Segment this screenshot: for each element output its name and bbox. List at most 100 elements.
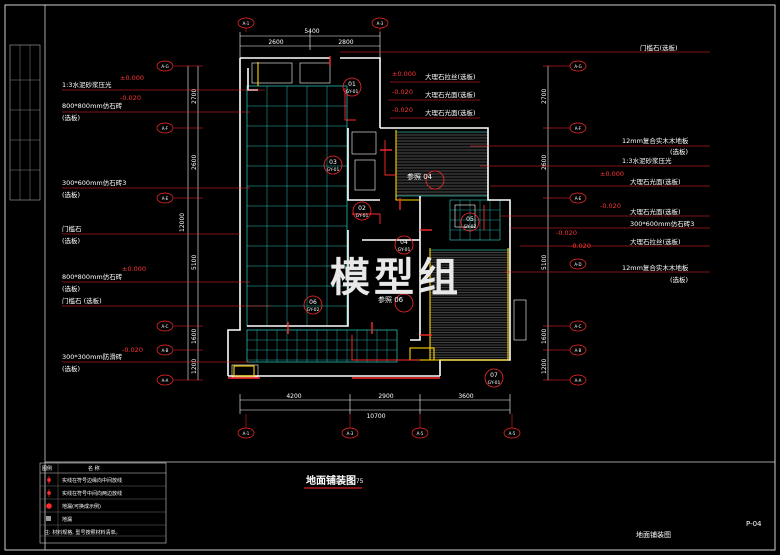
svg-text:A-C: A-C	[575, 324, 582, 329]
sheet-border	[4, 4, 776, 551]
drawing-scale: 1:75	[350, 478, 364, 485]
room-tag-02	[352, 201, 372, 221]
svg-text:A-F: A-F	[162, 126, 169, 131]
legend-row-3: 地漏(可换成示例)	[62, 503, 101, 510]
dim-left-d: 1600	[191, 329, 198, 344]
dim-top-right: 2800	[338, 39, 353, 46]
room-tag-01	[342, 77, 362, 97]
dim-right-b: 2600	[541, 155, 548, 170]
right-note-4: 大理石光面(选板)	[630, 177, 681, 186]
tile-area-kitchen	[395, 131, 489, 197]
svg-text:A-5: A-5	[417, 431, 424, 436]
grid-bubble-left-3	[156, 192, 174, 204]
center-note-1: 大理石拉丝(选板)	[425, 72, 476, 81]
left-note-2-sub: (选板)	[62, 113, 80, 122]
left-note-7-sub: (选板)	[62, 364, 80, 373]
room-tag-05-code: GY-02	[464, 224, 477, 230]
left-note-2: 800*800mm仿石砖	[62, 101, 123, 110]
room-tag-06-code: GY-02	[307, 307, 320, 313]
room-tag-03-code: GY-01	[327, 167, 340, 173]
center-note-3: 大理石光面(选板)	[425, 108, 476, 117]
left-note-7-level: -0.020	[122, 346, 143, 354]
svg-text:A-1: A-1	[243, 431, 250, 436]
left-title-strip	[9, 44, 41, 201]
left-note-1-level: ±0.000	[120, 74, 144, 82]
svg-text:A-E: A-E	[575, 196, 582, 201]
left-note-5: 800*800mm仿石砖	[62, 272, 123, 281]
red-circle-icon	[46, 503, 52, 509]
dim-left-b: 2600	[191, 155, 198, 170]
left-note-1: 1:3水泥砂浆压光	[62, 80, 112, 89]
left-note-3-sub: (选板)	[62, 190, 80, 199]
room-tag-06-b	[394, 293, 414, 313]
dim-left-a: 2700	[191, 89, 198, 104]
room-tag-06-id: 06	[309, 299, 317, 306]
walls	[227, 57, 511, 377]
legend: 图例 名 称 实线在符号边缘向中间放线 实线在符号中间向两边放线 地漏(可换成示…	[39, 462, 167, 544]
grid-bubble-left-4	[156, 320, 174, 332]
right-note-5: 大理石光面(选板)	[630, 207, 681, 216]
legend-note: 注: 材料规格, 型号按照材料清单。	[44, 529, 120, 536]
right-note-3: 1:3水泥砂浆压光	[622, 156, 672, 165]
grid-bubble-left-2	[156, 122, 174, 134]
left-note-5-level: ±0.000	[122, 265, 146, 273]
center-note-1-level: ±0.000	[392, 70, 416, 78]
room-tag-01-code: GY-01	[346, 89, 359, 95]
room-tag-07-id: 07	[490, 372, 498, 379]
svg-text:A-B: A-B	[575, 348, 582, 353]
legend-row-2: 实线在符号中间向两边放线	[62, 490, 122, 497]
room-tag-04-id: 04	[400, 239, 408, 246]
svg-text:A-E: A-E	[162, 196, 169, 201]
dim-bottom-total: 10700	[366, 413, 385, 420]
dim-right-d: 1600	[541, 329, 548, 344]
room-tag-05-id: 05	[466, 216, 474, 223]
dim-bottom-a: 4200	[286, 393, 301, 400]
right-note-8-sub: (选板)	[670, 275, 688, 284]
grid-bubble-left-6	[156, 374, 174, 386]
dim-left-e: 1200	[191, 359, 198, 374]
right-note-7: 大理石拉丝(选板)	[630, 237, 681, 246]
legend-row-4: 地漏	[62, 516, 72, 523]
room-tag-03	[323, 155, 343, 175]
svg-text:A-F: A-F	[575, 126, 582, 131]
room-tag-05	[460, 212, 480, 232]
right-note-2-sub: (选板)	[670, 147, 688, 156]
svg-text:A-5: A-5	[509, 431, 516, 436]
left-note-6: 门槛石 (选板)	[62, 296, 102, 305]
left-note-2-level: -0.020	[120, 94, 141, 102]
legend-header-icon: 图例	[42, 465, 52, 472]
svg-text:A-A: A-A	[162, 378, 169, 383]
red-marker-icon	[47, 476, 51, 484]
room-tag-04-a	[425, 170, 445, 190]
left-note-5-sub: (选板)	[62, 284, 80, 293]
room-tag-03-id: 03	[329, 159, 337, 166]
grid-bubble-right-4	[569, 258, 587, 270]
sheet-name: 地面铺装图	[636, 530, 671, 539]
reference-tag-06: 参照 06	[378, 295, 404, 304]
dim-top-left: 2600	[268, 39, 283, 46]
svg-text:A-C: A-C	[162, 324, 169, 329]
left-note-4-sub: (选板)	[62, 236, 80, 245]
watermark: 模型组	[330, 255, 462, 301]
sheet-number: P-04	[746, 520, 762, 528]
room-tag-02-id: 02	[358, 205, 366, 212]
svg-text:A-G: A-G	[161, 64, 168, 69]
svg-text:A-3: A-3	[377, 21, 384, 26]
room-tag-06-a	[303, 295, 323, 315]
right-note-6-level: -0.020	[556, 229, 577, 237]
right-note-7-level: -0.020	[570, 242, 591, 250]
left-note-4: 门槛石	[62, 224, 82, 233]
room-tag-07-code: GY-01	[488, 380, 501, 386]
center-note-2: 大理石光面(选板)	[425, 90, 476, 99]
svg-text:A-A: A-A	[575, 378, 582, 383]
dim-left-total: 12000	[179, 213, 186, 232]
right-note-4-level: ±0.000	[600, 170, 624, 178]
right-note-6: 300*600mm仿石砖3	[630, 219, 694, 228]
room-tag-07	[484, 368, 504, 388]
right-note-1: 门槛石(选板)	[640, 43, 678, 52]
grey-square-icon	[46, 516, 51, 521]
dim-top-total: 5400	[304, 28, 319, 35]
right-note-8: 12mm复合实木木地板	[622, 263, 689, 272]
svg-text:A-B: A-B	[162, 348, 169, 353]
